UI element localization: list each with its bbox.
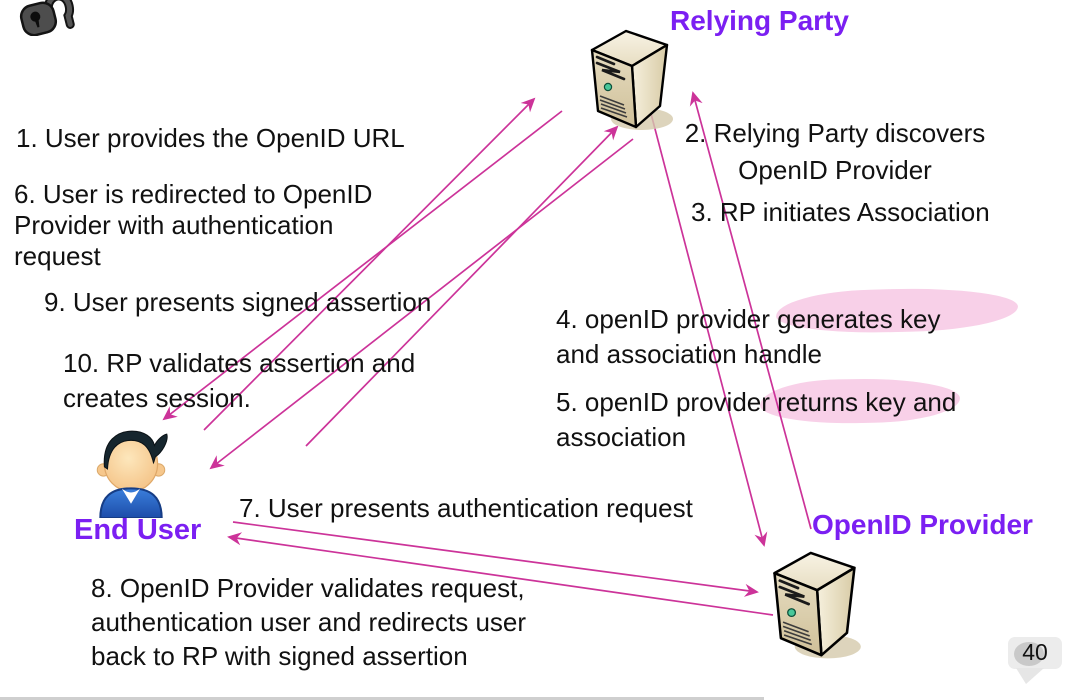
server-icon-relying-party xyxy=(584,24,676,132)
arrow-op-to-user-redirect-back xyxy=(227,532,774,616)
step-8-text: 8. OpenID Provider validates request, au… xyxy=(91,573,527,671)
arrow-rp-to-user-redirect xyxy=(162,110,563,421)
step-2-text: 2. Relying Party discovers OpenID Provid… xyxy=(684,118,986,185)
step-4-text: 4. openID provider generates key and ass… xyxy=(556,304,941,369)
step-7-text: 7. User presents authentication request xyxy=(239,493,693,523)
slide-bottom-edge xyxy=(0,697,764,700)
step-9-text: 9. User presents signed assertion xyxy=(44,287,432,317)
arrow-op-to-rp-discovery xyxy=(689,91,812,530)
end-user-label: End User xyxy=(74,514,202,546)
step-10-text: 10. RP validates assertion and creates s… xyxy=(63,348,416,413)
server-icon-openid-provider xyxy=(766,541,864,665)
relying-party-label: Relying Party xyxy=(670,5,849,36)
lock-icon xyxy=(16,0,80,37)
page-number: 40 xyxy=(1022,639,1048,665)
openid-provider-label: OpenID Provider xyxy=(812,509,1033,540)
arrow-rp-to-op-association xyxy=(648,105,768,547)
arrow-user-to-rp-openid-url xyxy=(203,97,536,431)
step-6-text: 6. User is redirected to OpenID Provider… xyxy=(14,179,373,271)
person-icon-end-user xyxy=(90,426,172,520)
arrow-rp-to-user-session xyxy=(209,138,634,470)
step-1-text: 1. User provides the OpenID URL xyxy=(16,123,405,153)
arrow-user-to-rp-signed-assertion xyxy=(305,125,619,447)
badge-blob xyxy=(1014,642,1044,666)
step-3-text: 3. RP initiates Association xyxy=(691,197,990,227)
badge-tail xyxy=(1016,668,1044,684)
arrow-user-to-op-auth-request xyxy=(232,521,759,597)
step-5-text: 5. openID provider returns key and assoc… xyxy=(556,387,957,452)
page-number-badge: 40 xyxy=(1006,635,1064,685)
